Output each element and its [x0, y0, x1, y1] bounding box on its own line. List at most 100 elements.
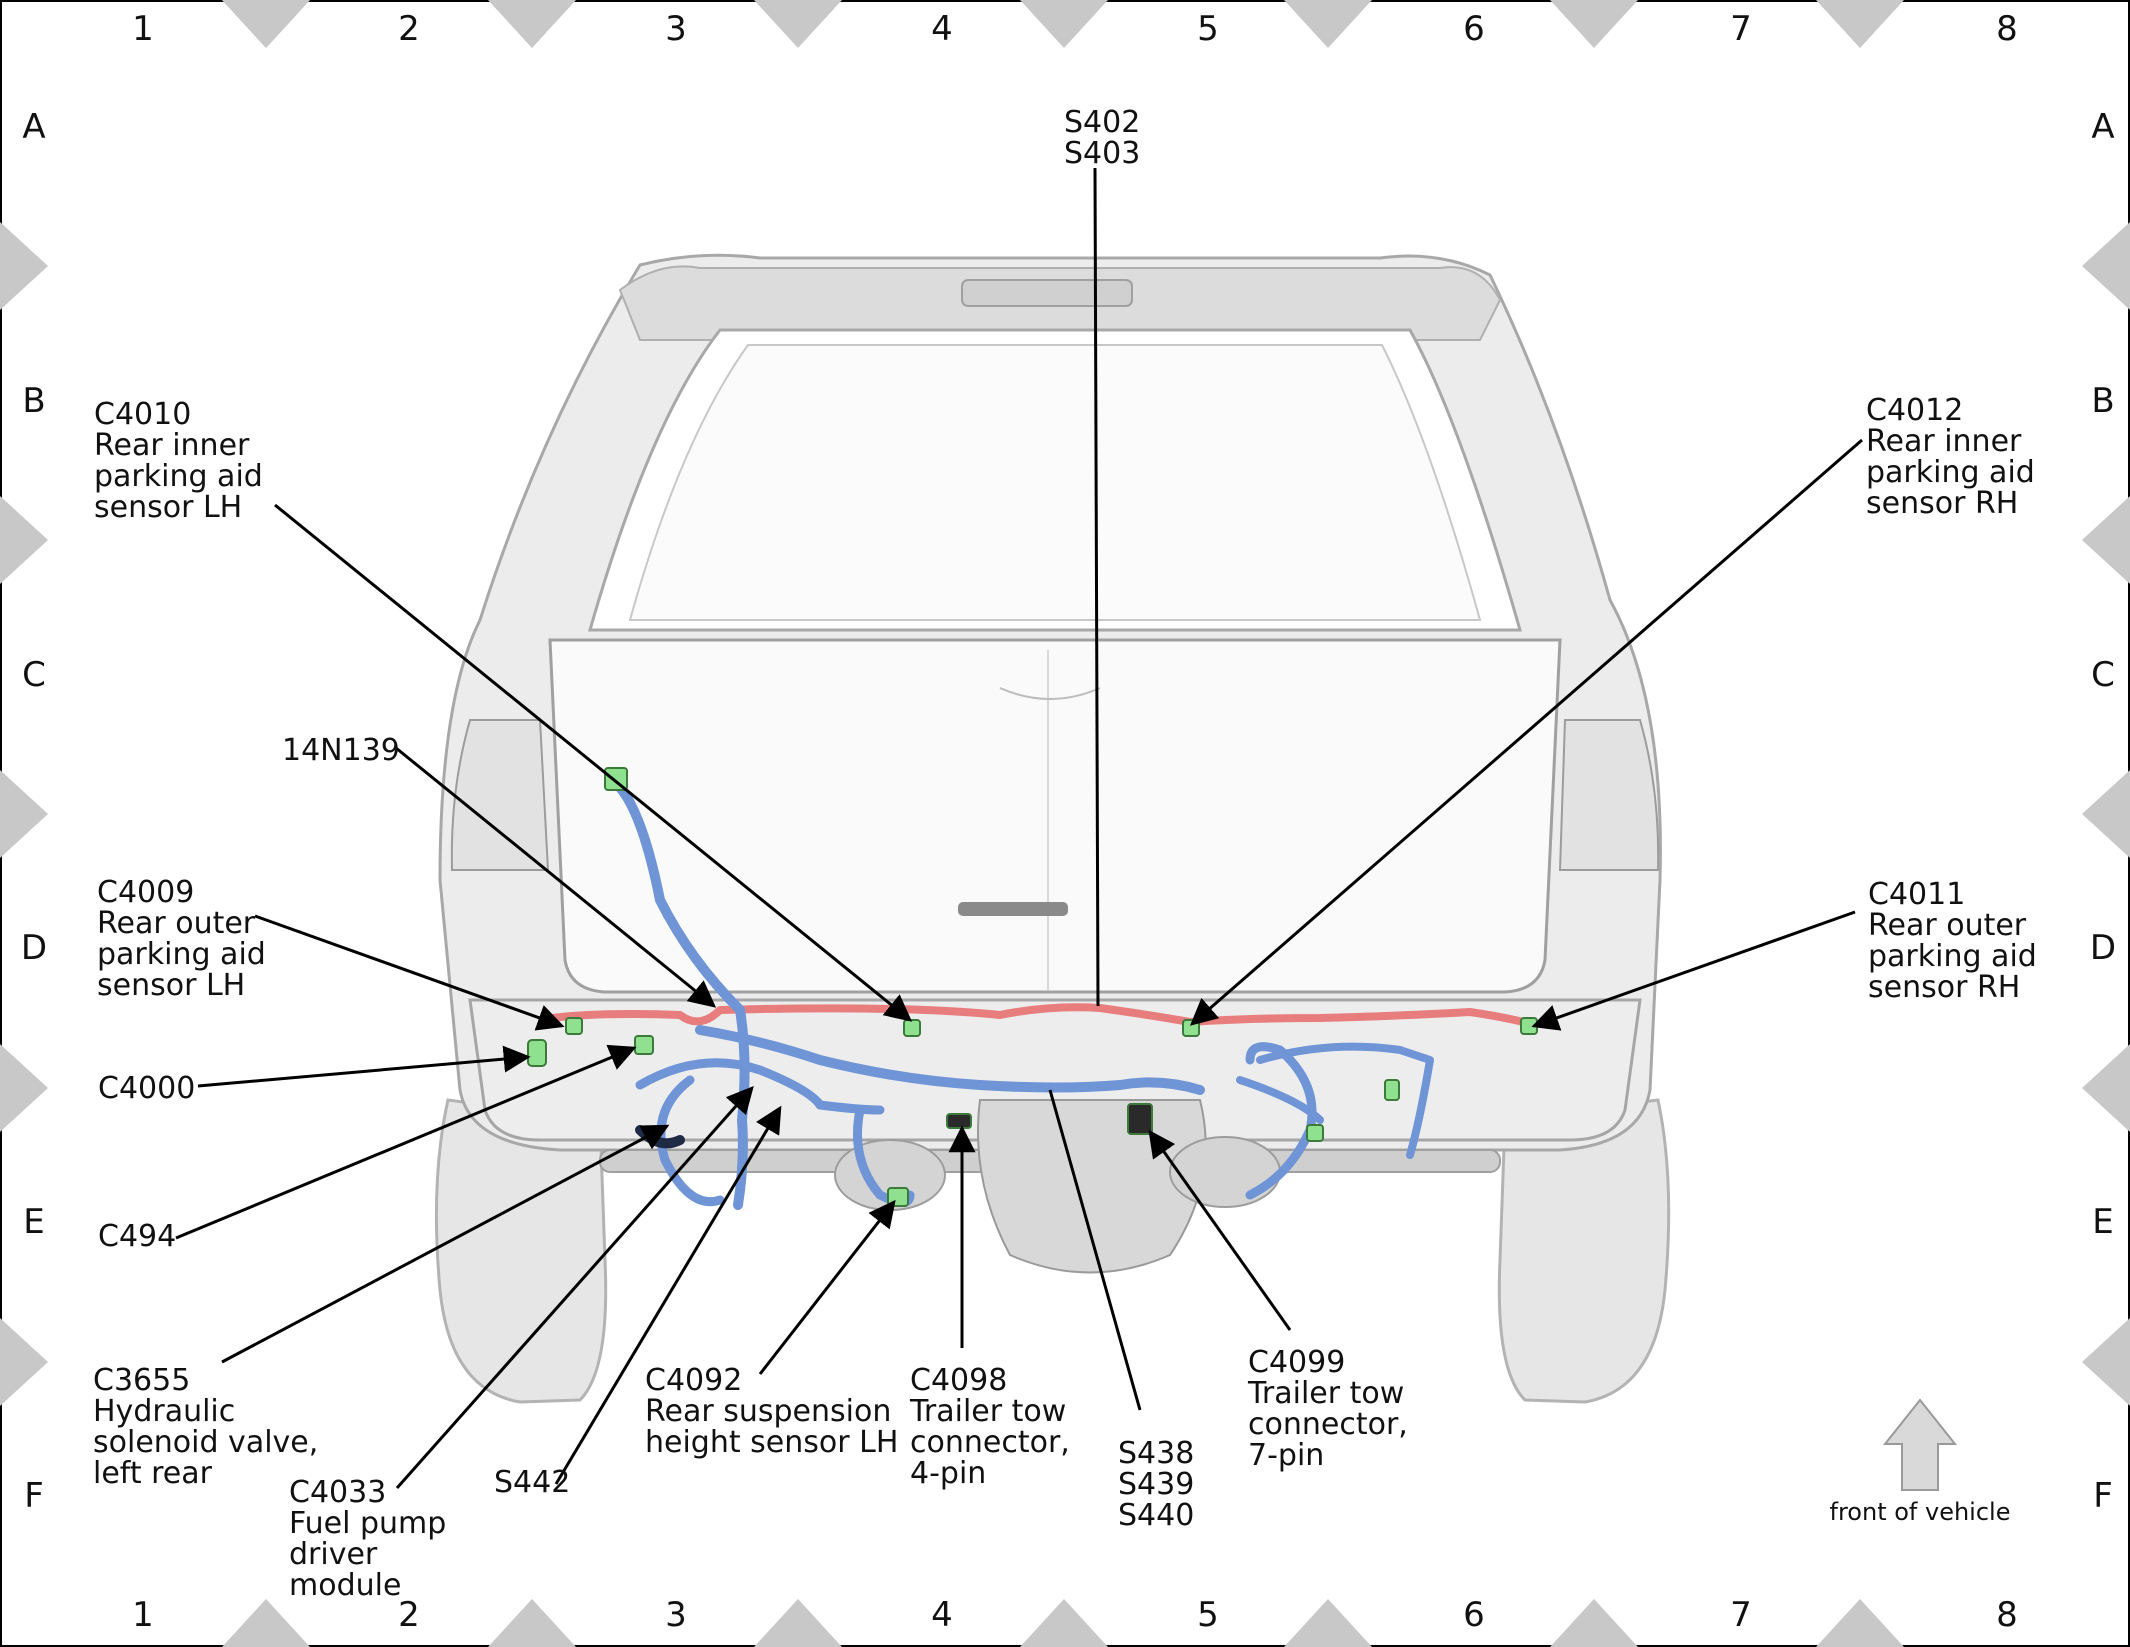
connector-right-vertical: [1384, 1079, 1400, 1101]
svg-text:4-pin: 4-pin: [910, 1456, 986, 1491]
leader-14n139: [395, 746, 717, 1008]
svg-text:Trailer tow: Trailer tow: [1247, 1376, 1404, 1411]
grid-row-b-right: B: [2091, 381, 2114, 421]
svg-text:Hydraulic: Hydraulic: [93, 1394, 235, 1429]
leader-c4033: [395, 1085, 754, 1489]
callout-s438-s440: S438 S439 S440: [1118, 1436, 1194, 1533]
right-tail-lamp: [1558, 719, 1660, 871]
grid-row-labels-left: A B C D E F: [21, 107, 47, 1516]
grid-column-labels-bottom: 1 2 3 4 5 6 7 8: [132, 1595, 2018, 1635]
connectors: [527, 767, 1538, 1207]
svg-text:C4033: C4033: [289, 1475, 386, 1510]
svg-text:7-pin: 7-pin: [1248, 1438, 1324, 1473]
harness-lower-loop: [635, 1058, 885, 1115]
leader-c4000: [197, 1045, 531, 1088]
harness-main-run: [695, 1025, 1205, 1095]
connector-c4092: [887, 1187, 909, 1207]
leader-c494: [175, 1044, 637, 1240]
vehicle-rear-illustration: [434, 253, 1671, 1404]
connector-c494: [634, 1035, 654, 1055]
svg-text:C4012: C4012: [1866, 393, 1963, 428]
svg-text:S402: S402: [1064, 105, 1140, 140]
grid-col-6-bottom: 6: [1463, 1595, 1485, 1635]
grid-row-b: B: [22, 381, 45, 421]
grid-col-3: 3: [665, 9, 687, 49]
callout-c4012: C4012 Rear inner parking aid sensor RH: [1866, 393, 2035, 521]
leader-c4009: [254, 914, 565, 1031]
grid-col-6: 6: [1463, 9, 1485, 49]
callout-c4099: C4099 Trailer tow connector, 7-pin: [1247, 1345, 1408, 1473]
leader-s442: [554, 1105, 782, 1485]
svg-text:C4011: C4011: [1868, 877, 1965, 912]
harness-vertical-drop: [607, 775, 750, 1210]
harness-left-loop: [656, 1075, 725, 1207]
right-rear-wheel: [1497, 1098, 1671, 1404]
svg-text:height sensor LH: height sensor LH: [645, 1425, 898, 1460]
svg-text:S403: S403: [1064, 136, 1140, 171]
connector-c4099: [1127, 1103, 1153, 1135]
up-arrow-icon: [1882, 1398, 1958, 1491]
grid-col-8-bottom: 8: [1996, 1595, 2018, 1635]
svg-text:sensor RH: sensor RH: [1866, 486, 2018, 521]
svg-text:S442: S442: [494, 1465, 570, 1500]
leader-c4012: [1189, 438, 1863, 1026]
grid-col-4: 4: [931, 9, 953, 49]
leader-c4011: [1531, 910, 1856, 1031]
svg-text:Rear outer: Rear outer: [97, 906, 256, 941]
grid-col-1-bottom: 1: [132, 1595, 154, 1635]
grid-row-f: F: [24, 1476, 44, 1516]
callout-s402-s403: S402 S403: [1064, 105, 1140, 171]
grid-row-c: C: [22, 655, 46, 695]
grid-row-d-right: D: [2090, 928, 2116, 968]
svg-text:C494: C494: [98, 1219, 176, 1254]
harness-right-loop: [1245, 1042, 1317, 1200]
parking-aid-harness-red: [548, 1003, 1539, 1029]
svg-text:parking aid: parking aid: [94, 459, 263, 494]
tailgate: [548, 638, 1562, 994]
grid-col-7-bottom: 7: [1730, 1595, 1752, 1635]
callout-c4009: C4009 Rear outer parking aid sensor LH: [97, 875, 266, 1003]
svg-text:Rear suspension: Rear suspension: [645, 1394, 891, 1429]
left-tail-lamp: [450, 719, 550, 871]
connector-c4012: [1182, 1019, 1200, 1037]
svg-text:C4009: C4009: [97, 875, 194, 910]
svg-text:left rear: left rear: [93, 1456, 213, 1491]
right-cv-boot: [1169, 1136, 1281, 1208]
leader-s438-s440: [1048, 1089, 1142, 1411]
svg-text:connector,: connector,: [910, 1425, 1070, 1460]
leader-lines: [175, 167, 1863, 1489]
high-mount-brake-lamp: [961, 279, 1133, 307]
svg-text:sensor LH: sensor LH: [94, 490, 242, 525]
grid-col-8: 8: [1996, 9, 2018, 49]
grid-col-1: 1: [132, 9, 154, 49]
svg-text:C3655: C3655: [93, 1363, 190, 1398]
callout-c4011: C4011 Rear outer parking aid sensor RH: [1868, 877, 2037, 1005]
leader-s402-s403: [1093, 167, 1100, 1007]
grid-col-3-bottom: 3: [665, 1595, 687, 1635]
front-of-vehicle-indicator: front of vehicle: [1830, 1398, 2010, 1526]
svg-text:C4092: C4092: [645, 1363, 742, 1398]
svg-text:sensor LH: sensor LH: [97, 968, 245, 1003]
callout-s442: S442: [494, 1465, 570, 1500]
svg-text:connector,: connector,: [1248, 1407, 1408, 1442]
svg-text:Rear outer: Rear outer: [1868, 908, 2027, 943]
grid-col-2-bottom: 2: [398, 1595, 420, 1635]
tailgate-handle-recess: [999, 687, 1101, 700]
connector-c4098: [946, 1113, 972, 1129]
grid-row-e: E: [23, 1202, 44, 1242]
grid-col-4-bottom: 4: [931, 1595, 953, 1635]
grid-row-f-right: F: [2093, 1476, 2113, 1516]
connector-c4010: [903, 1019, 921, 1037]
svg-text:solenoid valve,: solenoid valve,: [93, 1425, 318, 1460]
svg-text:sensor RH: sensor RH: [1868, 970, 2020, 1005]
grid-column-labels-top: 1 2 3 4 5 6 7 8: [132, 9, 2018, 49]
connector-far-right: [1306, 1124, 1324, 1142]
svg-text:Fuel pump: Fuel pump: [289, 1506, 446, 1541]
grid-row-a: A: [22, 107, 45, 147]
callout-c4000: C4000: [98, 1071, 195, 1106]
rear-bumper: [468, 998, 1642, 1142]
callout-c3655: C3655 Hydraulic solenoid valve, left rea…: [93, 1363, 318, 1491]
svg-text:S439: S439: [1118, 1467, 1194, 1502]
harness-far-right: [1256, 1042, 1434, 1159]
